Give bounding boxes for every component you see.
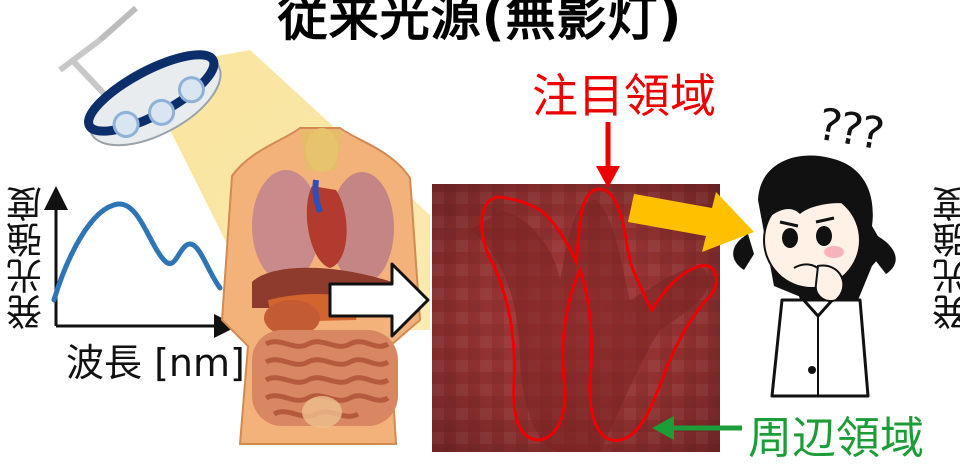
confused-doctor-icon (733, 155, 896, 396)
spectrum-chart (54, 198, 226, 326)
page-title: 従来光源(無影灯) (200, 0, 760, 50)
question-marks: ??? (814, 99, 886, 160)
roi-label: 注目領域 (532, 60, 716, 126)
peripheral-label: 周辺領域 (748, 402, 924, 466)
y-axis-label: 発光強度 (6, 186, 50, 330)
x-axis-label: 波長 [nm] (66, 332, 245, 387)
right-y-axis-label: 発光強度 (932, 186, 960, 330)
spectrum-curve (54, 204, 220, 300)
